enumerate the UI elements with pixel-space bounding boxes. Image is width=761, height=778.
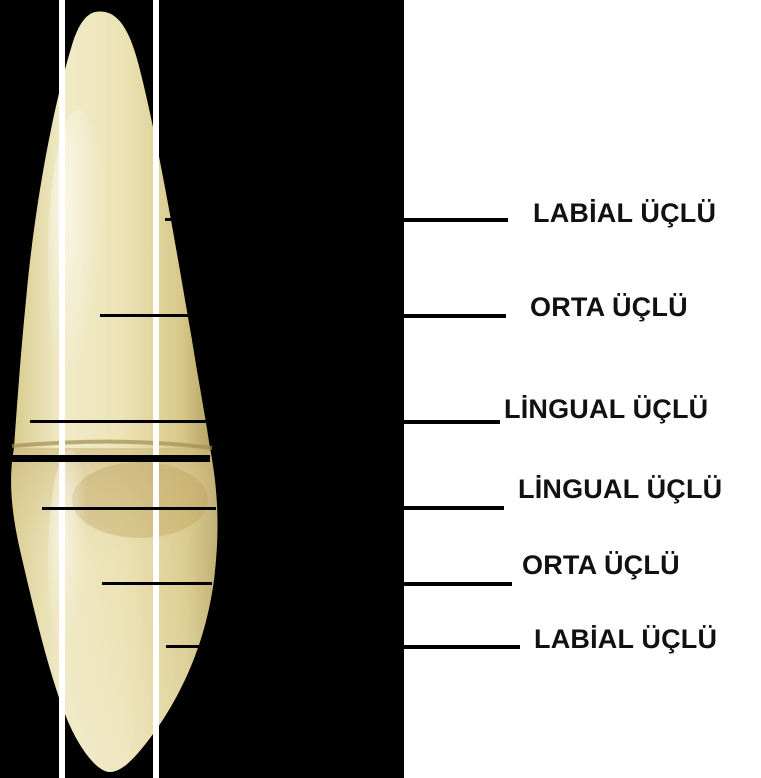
pointer-line: [404, 582, 512, 586]
label-orta-uclu-top: ORTA ÜÇLÜ: [530, 294, 688, 321]
cingulum-shadow: [72, 462, 208, 538]
tooth-highlight: [48, 110, 108, 410]
pointer-line: [404, 506, 504, 510]
pointer-line: [404, 314, 506, 318]
pointer-line: [166, 645, 206, 648]
pointer-line: [165, 218, 187, 221]
label-orta-uclu-bottom: ORTA ÜÇLÜ: [522, 552, 680, 579]
pointer-line: [30, 420, 206, 423]
pointer-line: [404, 218, 508, 222]
guide-line-right: [153, 0, 159, 778]
pointer-line: [404, 420, 500, 424]
pointer-line: [100, 314, 192, 317]
label-labial-uclu-top: LABİAL ÜÇLÜ: [533, 200, 716, 227]
label-lingual-uclu-top: LİNGUAL ÜÇLÜ: [504, 396, 708, 423]
label-lingual-uclu-bottom: LİNGUAL ÜÇLÜ: [518, 476, 722, 503]
pointer-line: [102, 582, 212, 585]
label-labial-uclu-bottom: LABİAL ÜÇLÜ: [534, 626, 717, 653]
division-line: [10, 455, 210, 462]
pointer-line: [404, 645, 520, 649]
guide-line-left: [59, 0, 65, 778]
pointer-line: [42, 507, 216, 510]
tooth-highlight: [48, 450, 92, 670]
